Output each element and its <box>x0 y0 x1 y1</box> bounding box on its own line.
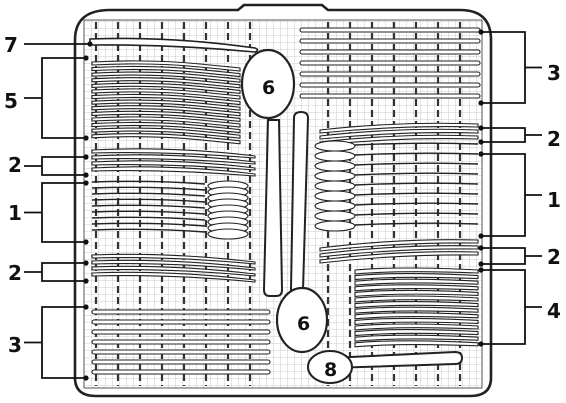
callout-5-left: 5 <box>4 89 18 113</box>
callout-6-top: 6 <box>262 77 275 99</box>
callout-3-right: 3 <box>547 61 561 85</box>
callout-7-left: 7 <box>4 33 18 57</box>
callout-8: 8 <box>324 359 337 381</box>
callout-6-bottom: 6 <box>297 313 310 335</box>
callout-3-left: 3 <box>8 333 22 357</box>
callout-2-right-bottom: 2 <box>547 245 561 269</box>
callout-2-right-top: 2 <box>547 127 561 151</box>
callout-4-right: 4 <box>547 299 561 323</box>
callout-2-left-bottom: 2 <box>8 261 22 285</box>
callout-1-left: 1 <box>8 201 22 225</box>
callout-1-right: 1 <box>547 188 561 212</box>
callout-2-left-top: 2 <box>8 153 22 177</box>
